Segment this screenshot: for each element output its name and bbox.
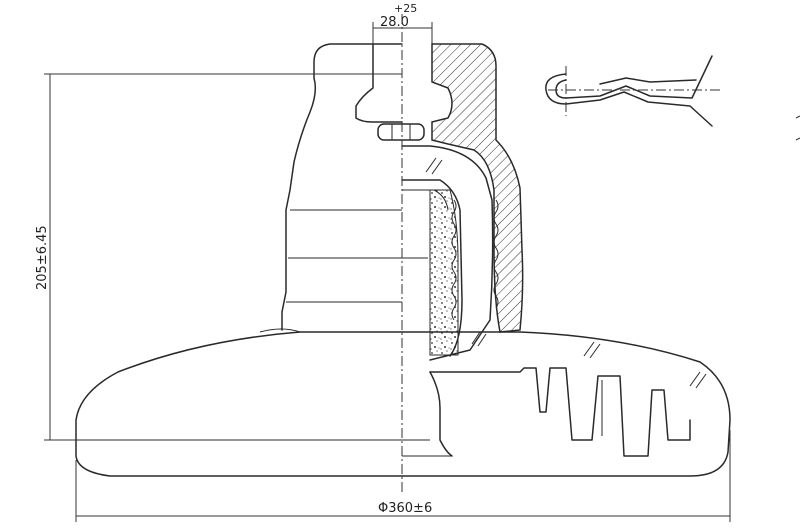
cap-exterior [281,43,403,331]
shed-left [75,328,403,477]
socket-tolerance-label: +25 [394,2,417,15]
sanded-surface [451,199,457,321]
height-label: 205±6.45 [35,225,50,290]
diameter-dimension: Φ360±6 [75,430,731,522]
locking-pin [377,123,425,141]
cement-fill [429,189,459,356]
height-dimension: 205±6.45 [35,73,402,441]
diameter-label: Φ360±6 [378,501,432,516]
cotter-pin-detail [545,55,722,127]
glaze-marks [425,157,707,389]
porcelain-head [401,145,494,361]
cap-section [431,43,524,333]
shed-right-section [401,331,731,477]
edge-marks [795,115,800,141]
socket-width-label: 28.0 [380,15,409,30]
